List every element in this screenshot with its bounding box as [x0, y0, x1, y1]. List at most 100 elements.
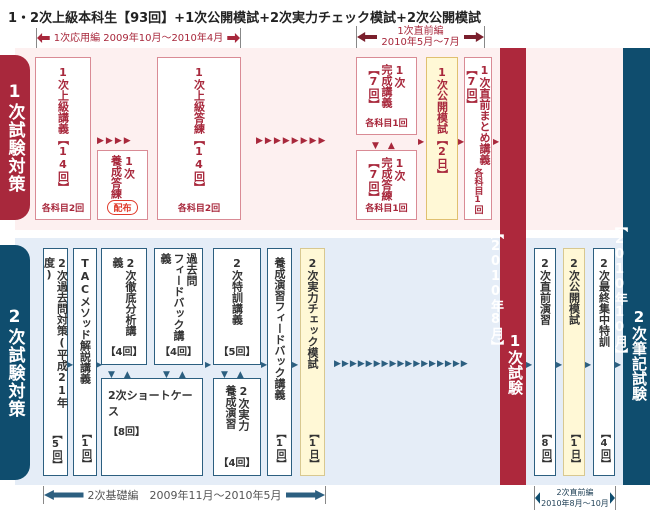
course-2nd-past-exam[interactable]: 2次過去問対策(平成21年度) 【5回】 [42, 248, 69, 476]
flow-arrow: ▶ [205, 360, 212, 369]
course-exercise-feedback[interactable]: 養成演習フィードバック講義 【1回】 [267, 248, 292, 476]
exam-2nd-public-mock[interactable]: 2次公開模試 【1日】 [563, 248, 585, 476]
course-count: 【4回】 [598, 428, 610, 469]
course-count: 【7回】 [367, 64, 380, 110]
stage2-label: 2次試験対策 [0, 245, 30, 480]
course-count: 【1日】 [568, 428, 580, 469]
arrow-left-icon [357, 32, 378, 42]
course-title: TACメソッド解説講義 [78, 257, 92, 384]
flow-arrow: ▶ [585, 360, 592, 369]
flow-arrow: ▶ [458, 137, 465, 146]
flow-arrow: ▶ [556, 360, 563, 369]
course-1st-advanced-drill[interactable]: 1次上級答練【14回】 各科目2回 [157, 57, 241, 220]
exam-2nd-skill-check-mock[interactable]: 2次実力チェック模試 【1日】 [300, 248, 325, 476]
flow-arrow: ▶ [493, 137, 500, 146]
course-2nd-final-exercise[interactable]: 2次直前演習 【8回】 [534, 248, 556, 476]
course-title: 1次直前まとめ講義 [478, 64, 491, 165]
swap-arrows: ▼ ▲ [372, 141, 395, 151]
course-count: 【5回】 [218, 347, 256, 358]
course-title: 養成演習 [224, 385, 237, 429]
course-title: 1次上級講義【14回】 [56, 66, 70, 193]
exam2-label: 2次筆記試験 [630, 308, 648, 401]
course-note: 各科目2回 [41, 204, 85, 214]
course-2nd-short-case[interactable]: 2次ショートケース 【8回】 [101, 378, 203, 476]
course-1st-training-drill[interactable]: 1次養成答練 配布 [97, 150, 148, 220]
range-2nd-basic: 2次基礎編 2009年11月～2010年5月 [43, 486, 326, 504]
arrow-left-icon [535, 492, 541, 504]
course-title: 2次最終集中特訓 [597, 257, 611, 347]
course-past-exam-feedback[interactable]: 過去問フィードバック講義 【4回】 [154, 248, 203, 365]
course-tac-method[interactable]: TACメソッド解説講義 【1回】 [73, 248, 97, 476]
exam1-label: 1次試験 [506, 332, 524, 395]
course-title: 1次 [122, 155, 136, 179]
course-title: 2次公開模試 [567, 257, 581, 325]
range-2nd-final: 2次直前編 2010年8月～10月 [534, 486, 616, 510]
course-count: 【7回】 [465, 64, 478, 110]
course-title: 2次ショートケース [108, 389, 193, 418]
course-1st-advanced-lecture[interactable]: 1次上級講義【14回】 各科目2回 [35, 57, 91, 220]
course-1st-final-summary[interactable]: 1次直前まとめ講義【7回】 各科目1回 [464, 57, 492, 220]
course-count: 【5回】 [50, 428, 61, 470]
flow-arrow: ▶ [418, 137, 425, 146]
flow-arrows: ▶▶▶▶ [97, 136, 133, 146]
flow-arrow: ▶ [292, 360, 299, 369]
course-title: 養成答練 [109, 155, 123, 199]
course-count: 【8回】 [539, 428, 551, 469]
stage1-label: 1次試験対策 [0, 55, 30, 220]
range-dates: 2010年8月～10月 [541, 499, 609, 508]
range-dates: 2010年5月～7月 [381, 37, 460, 48]
range-label: 2次直前編 [556, 488, 594, 497]
course-note: 各科目2回 [177, 204, 221, 214]
arrow-right-icon [227, 33, 240, 43]
distributed-badge: 配布 [107, 200, 138, 215]
range-label: 1次応用編 2009年10月～2010年4月 [53, 32, 224, 44]
swap-arrows: ▼ ▲ [108, 370, 131, 380]
course-2nd-skill-exercise[interactable]: 2次実力養成演習 【4回】 [213, 378, 261, 476]
course-title: 2次実力チェック模試 [306, 257, 319, 369]
arrow-right-icon [285, 490, 326, 500]
exam1-date: 【2010年8月】 [488, 226, 503, 353]
course-title: 養成演習フィードバック講義 [273, 257, 286, 400]
course-note: 各科目1回 [365, 119, 408, 129]
course-title: 2次徹底分析講義 [111, 257, 137, 336]
course-title: 2次実力 [237, 385, 250, 431]
course-title: 1次上級答練【14回】 [192, 66, 206, 193]
swap-arrows: ▼ ▲ [163, 370, 186, 380]
course-count: 【8回】 [108, 427, 145, 438]
flow-arrow: ▶ [67, 360, 74, 369]
course-2nd-final-intensive[interactable]: 2次最終集中特訓 【4回】 [593, 248, 615, 476]
range-1st-applied: 1次応用編 2009年10月～2010年4月 [36, 28, 241, 48]
course-title: 過去問 [185, 253, 198, 286]
course-title: 2次過去問対策(平成21年度) [42, 257, 69, 408]
course-1st-completion-drill[interactable]: 1次完成答練【7回】 各科目1回 [356, 150, 417, 220]
course-count: 【7回】 [367, 157, 380, 203]
exam2-date: 【2010年10月】 [612, 218, 627, 361]
course-note: 各科目1回 [365, 204, 408, 214]
exam2-column: 2次筆記試験 【2010年10月】 [612, 48, 650, 485]
exam1-column: 1次試験 【2010年8月】 [488, 48, 526, 485]
arrow-left-icon [44, 490, 84, 500]
flow-arrow: ▶ [261, 360, 268, 369]
range-label: 2次基礎編 2009年11月～2010年5月 [87, 488, 282, 502]
course-title: フィードバック講義 [159, 253, 185, 341]
course-count: 【4回】 [160, 347, 197, 358]
course-count: 【1回】 [274, 428, 285, 469]
flow-arrows: ▶▶▶▶▶▶▶▶ [256, 136, 328, 146]
course-title: 完成答練 [380, 157, 393, 201]
exam-1st-public-mock[interactable]: 1次公開模試【2日】 [426, 57, 458, 220]
course-count: 【1日】 [307, 428, 318, 469]
arrow-right-icon [463, 32, 484, 42]
page-title: 1・2次上級本科生【93回】+1次公開模試+2次実力チェック模試+2次公開模試 [8, 11, 481, 26]
course-count: 【4回】 [105, 347, 143, 358]
course-1st-completion-lecture[interactable]: 1次完成講義【7回】 各科目1回 [356, 57, 417, 135]
course-count: 【1回】 [79, 428, 91, 469]
course-title: 2次特訓講義 [230, 257, 244, 325]
course-2nd-special-training[interactable]: 2次特訓講義 【5回】 [213, 248, 261, 365]
arrow-right-icon [609, 492, 615, 504]
course-2nd-analysis[interactable]: 2次徹底分析講義 【4回】 [101, 248, 147, 365]
flow-arrows: ▶▶▶▶▶▶▶▶▶▶▶▶▶▶▶▶▶ [334, 359, 469, 369]
flow-arrow: ▶ [615, 360, 622, 369]
course-title: 2次直前演習 [538, 257, 552, 325]
flow-arrow: ▶ [96, 360, 103, 369]
